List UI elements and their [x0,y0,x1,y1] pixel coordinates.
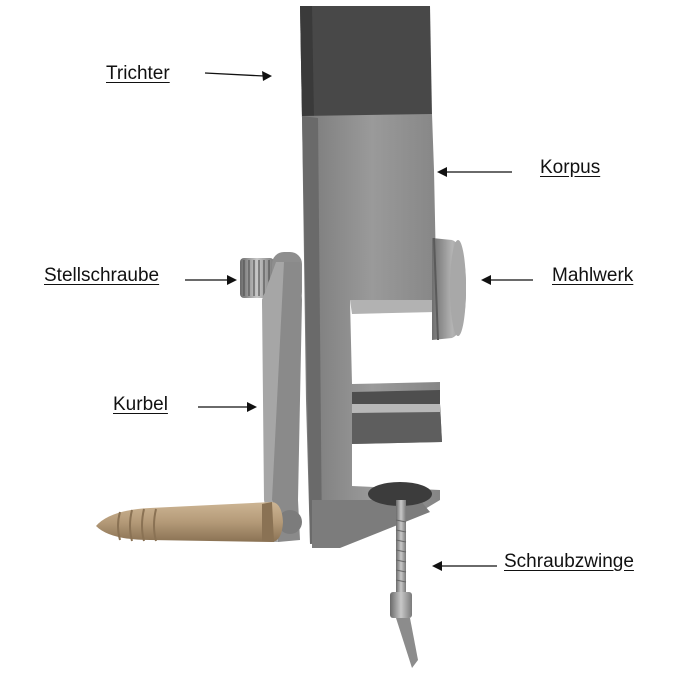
arrow-kurbel [198,402,257,412]
arrow-mahlwerk [481,275,533,285]
hopper-part [300,6,432,118]
clamp-screw-part [368,482,432,668]
wooden-handle-part [96,502,283,542]
label-schraubzwinge: Schraubzwinge [504,551,634,572]
leader-arrows [185,71,533,571]
arrow-schraubzwinge [432,561,497,571]
body-part [302,114,442,548]
label-stellschraube: Stellschraube [44,265,160,286]
label-kurbel: Kurbel [113,394,168,415]
label-korpus: Korpus [540,157,601,178]
arrow-stellschraube [185,275,237,285]
label-mahlwerk: Mahlwerk [552,265,634,286]
label-trichter: Trichter [106,63,170,84]
grinder-drum-part [432,237,466,341]
arrow-korpus [437,167,512,177]
arrow-trichter [204,71,272,81]
crank-part [262,262,302,542]
